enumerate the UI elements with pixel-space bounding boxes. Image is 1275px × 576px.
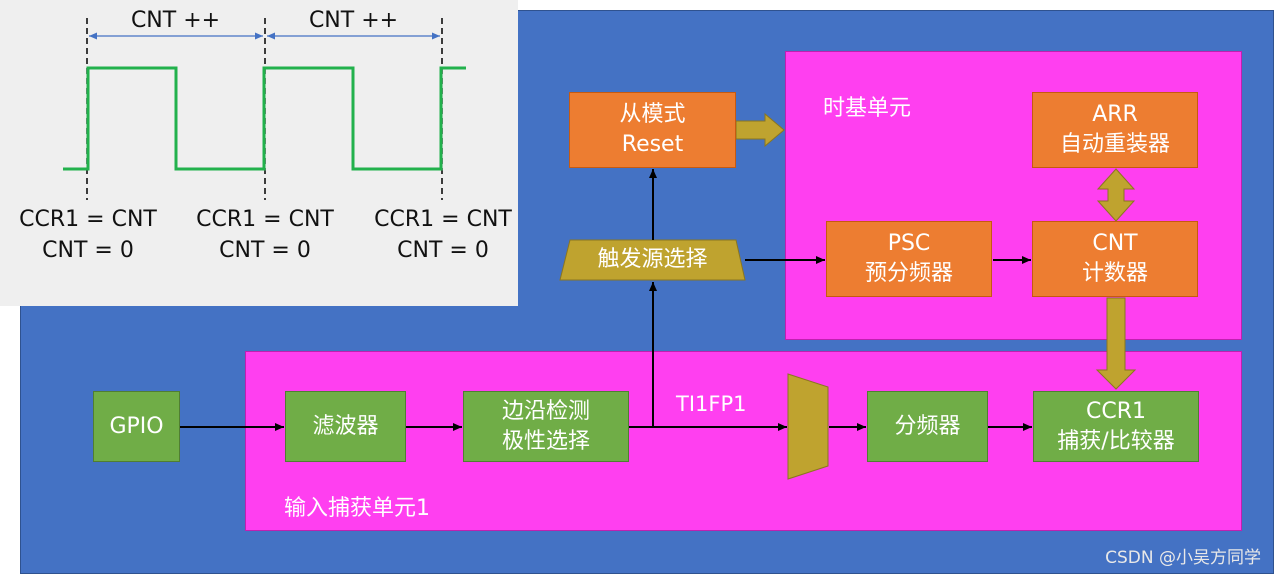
filter-block: 滤波器 bbox=[285, 391, 406, 462]
event-label-3: CCR1 = CNT CNT = 0 bbox=[357, 204, 529, 266]
slave-mode-line1: 从模式 bbox=[619, 102, 686, 127]
reset-arrow bbox=[735, 112, 785, 148]
cnt-block: CNT 计数器 bbox=[1032, 221, 1198, 297]
event-label-2-line1: CCR1 = CNT bbox=[196, 207, 334, 232]
ccr1-line2: 捕获/比较器 bbox=[1057, 428, 1175, 454]
psc-line1: PSC bbox=[887, 231, 931, 256]
trigger-select-shape bbox=[559, 239, 746, 281]
event-label-2: CCR1 = CNT CNT = 0 bbox=[179, 204, 351, 266]
trigger-select-label: 触发源选择 bbox=[597, 247, 708, 272]
arr-line2: 自动重装器 bbox=[1059, 132, 1170, 157]
cnt-increment-label-2: CNT ++ bbox=[308, 8, 399, 33]
slave-mode-block: 从模式 Reset bbox=[569, 92, 736, 168]
edge-detect-line1: 边沿检测 bbox=[501, 398, 590, 424]
psc-block: PSC 预分频器 bbox=[826, 221, 992, 297]
cnt-increment-label-1: CNT ++ bbox=[130, 8, 221, 33]
mux-shape bbox=[787, 373, 829, 480]
cnt-line1: CNT bbox=[1092, 231, 1138, 256]
event-label-3-line2: CNT = 0 bbox=[397, 238, 489, 263]
time-base-title: 时基单元 bbox=[823, 96, 912, 121]
watermark: CSDN @小吴方同学 bbox=[1105, 548, 1261, 568]
ccr1-block: CCR1 捕获/比较器 bbox=[1033, 391, 1199, 462]
event-label-1: CCR1 = CNT CNT = 0 bbox=[2, 204, 174, 266]
arr-cnt-double-arrow bbox=[1096, 168, 1136, 222]
edge-detect-line2: 极性选择 bbox=[501, 428, 590, 454]
event-label-2-line2: CNT = 0 bbox=[219, 238, 311, 263]
input-capture-title: 输入捕获单元1 bbox=[284, 496, 430, 521]
edge-detect-block: 边沿检测 极性选择 bbox=[463, 391, 629, 462]
slave-mode-line2: Reset bbox=[621, 132, 684, 157]
ti1fp1-label: TI1FP1 bbox=[676, 392, 747, 416]
psc-line2: 预分频器 bbox=[864, 261, 953, 286]
cnt-ccr1-arrow bbox=[1095, 297, 1137, 390]
prescaler-block: 分频器 bbox=[867, 391, 988, 462]
event-label-3-line1: CCR1 = CNT bbox=[374, 207, 512, 232]
input-signal-waveform bbox=[63, 66, 466, 171]
ccr1-line1: CCR1 bbox=[1085, 398, 1146, 424]
event-label-1-line2: CNT = 0 bbox=[42, 238, 134, 263]
cnt-line2: 计数器 bbox=[1081, 261, 1148, 286]
arr-line1: ARR bbox=[1092, 102, 1138, 127]
arr-block: ARR 自动重装器 bbox=[1032, 92, 1198, 168]
event-label-1-line1: CCR1 = CNT bbox=[19, 207, 157, 232]
gpio-block: GPIO bbox=[93, 391, 180, 462]
